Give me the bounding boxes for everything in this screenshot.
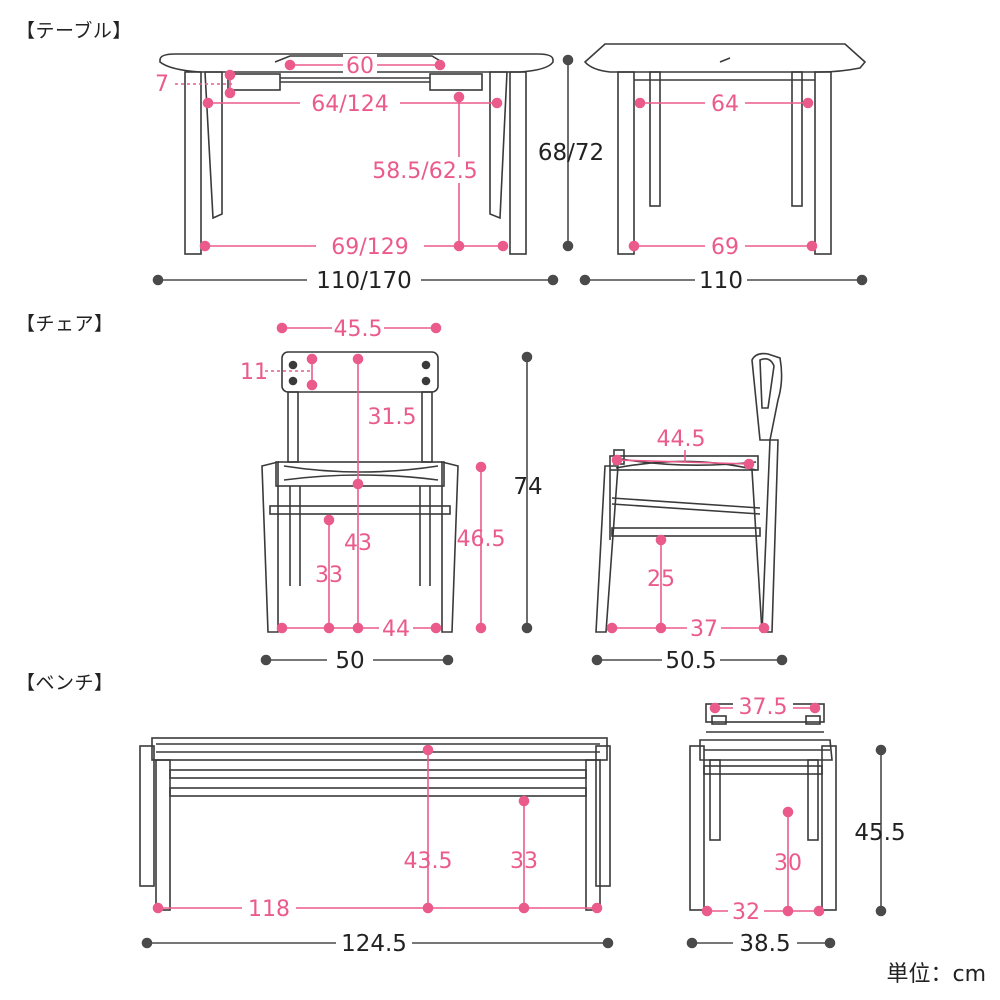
dim-table-extension-leaf: 60 <box>346 54 374 79</box>
dim-bench-stretcher-height: 33 <box>510 849 538 874</box>
dim-table-side-total-width: 110 <box>699 268 743 294</box>
dim-bench-seat-width: 37.5 <box>739 695 788 720</box>
dim-chair-seat-height-inner: 43 <box>344 531 372 556</box>
dim-table-side-leg-span: 69 <box>711 235 739 260</box>
dim-table-apron-height: 7 <box>155 72 169 97</box>
dim-chair-seat-height: 46.5 <box>457 527 506 552</box>
dim-table-leg-span: 69/129 <box>331 235 408 260</box>
dim-chair-back-height: 11 <box>240 360 268 385</box>
dim-chair-total-depth: 50.5 <box>665 648 716 674</box>
dim-chair-total-width: 50 <box>335 648 364 674</box>
dim-bench-seat-height-inner: 43.5 <box>404 849 453 874</box>
dim-table-total-height: 68/72 <box>538 140 604 166</box>
dim-bench-leg-span: 118 <box>248 897 290 922</box>
bench-front-view <box>139 737 611 911</box>
dim-table-apron-to-floor: 58.5/62.5 <box>372 159 477 184</box>
section-title-chair: 【チェア】 <box>16 313 114 335</box>
dim-table-total-width: 110/170 <box>316 268 412 294</box>
dim-chair-stretcher-height: 33 <box>315 563 343 588</box>
dim-chair-back-width: 45.5 <box>334 317 383 342</box>
table-side-view <box>583 43 867 255</box>
section-title-table: 【テーブル】 <box>16 20 132 42</box>
dim-bench-total-width: 124.5 <box>341 931 407 957</box>
dim-chair-side-leg-span: 37 <box>690 617 718 642</box>
dim-table-side-inner-width: 64 <box>711 92 739 117</box>
dim-chair-seat-depth: 44.5 <box>657 427 706 452</box>
dim-bench-total-depth: 38.5 <box>739 931 790 957</box>
dim-chair-leg-span: 44 <box>382 617 410 642</box>
dim-chair-side-stretcher-height: 25 <box>647 567 675 592</box>
dim-chair-back-to-seat: 31.5 <box>368 405 417 430</box>
unit-note: 単位：cm <box>886 962 986 987</box>
dim-bench-side-leg-span: 32 <box>732 900 760 925</box>
table-front-view <box>159 53 554 255</box>
dim-bench-total-height: 45.5 <box>854 820 905 846</box>
bench-side-view <box>689 703 837 911</box>
dim-chair-total-height: 74 <box>513 474 542 500</box>
section-title-bench: 【ベンチ】 <box>16 672 114 694</box>
chair-front-view <box>261 351 459 633</box>
dim-bench-side-stretcher-height: 30 <box>774 851 802 876</box>
dim-table-inner-width-top: 64/124 <box>311 92 388 117</box>
chair-side-view <box>595 352 783 633</box>
